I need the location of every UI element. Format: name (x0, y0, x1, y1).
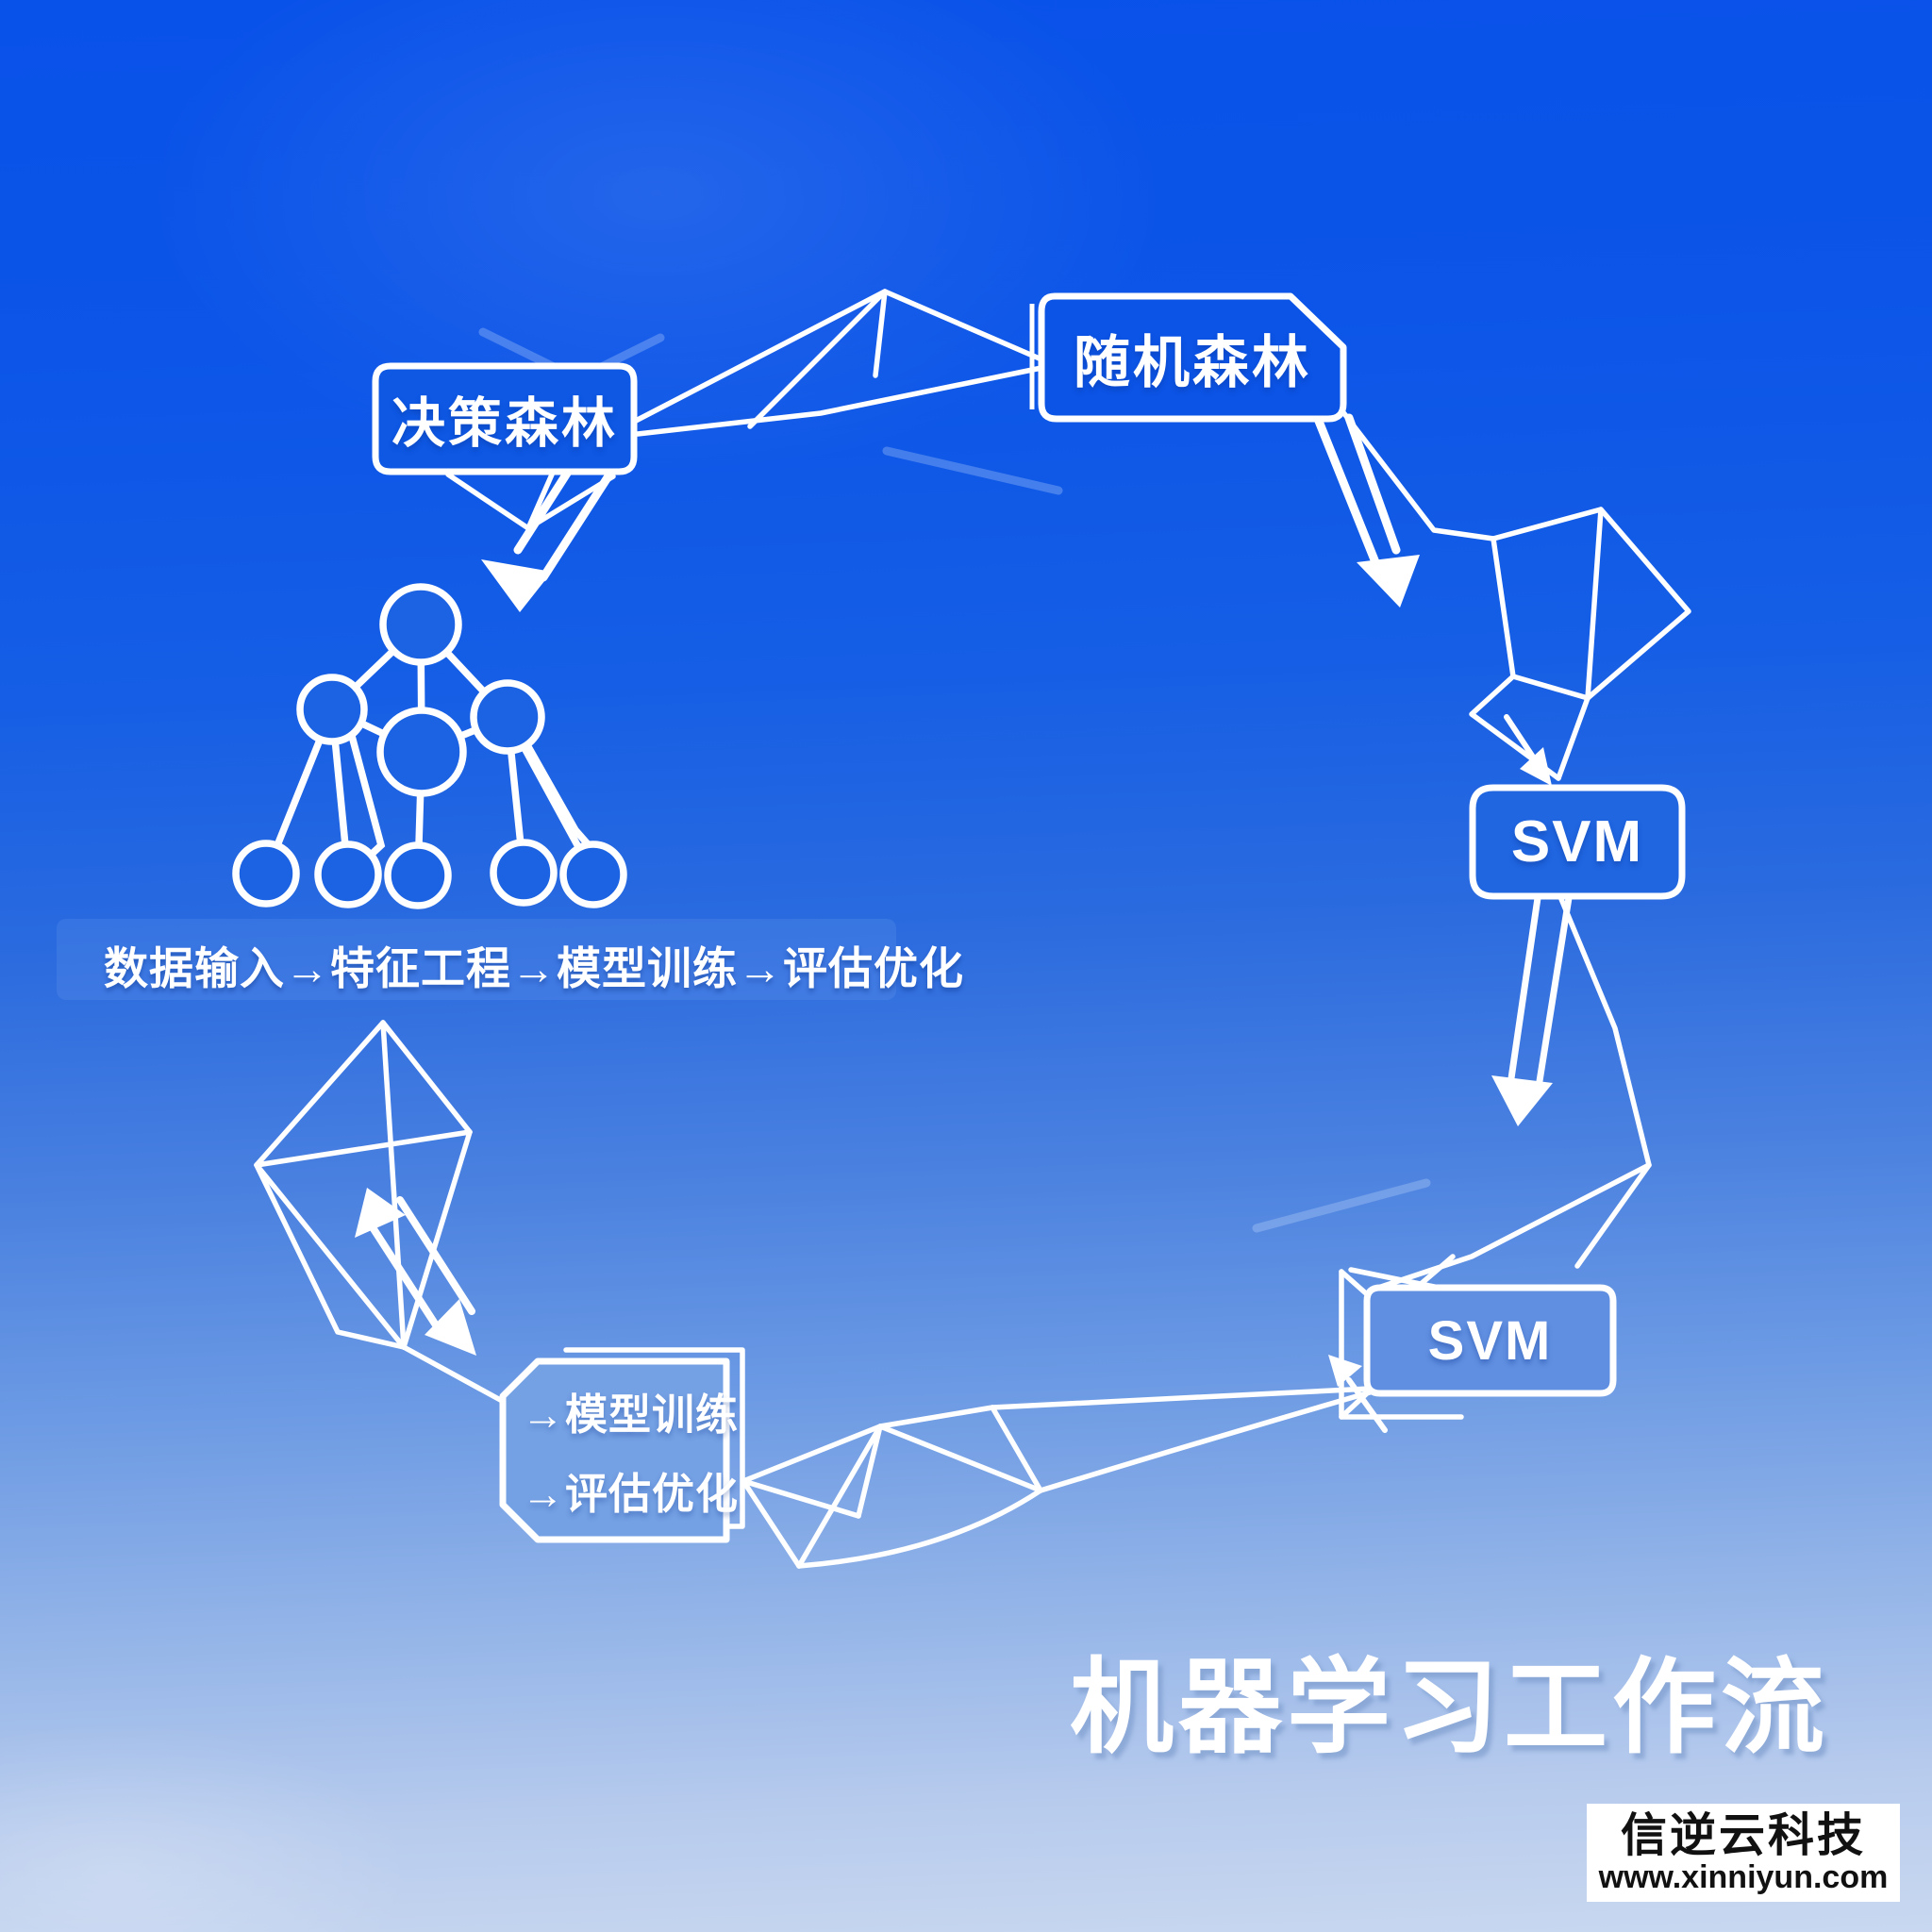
node-decision-forest-label: 决策森林 (391, 393, 618, 454)
arrow-svm-to-svm (1491, 894, 1573, 1126)
flow-text-band (57, 919, 896, 1000)
arrow-into-svm-top (1504, 714, 1552, 786)
node-svm-bottom: SVM (1367, 1288, 1613, 1393)
pipeline-flow-text: 数据输入→特征工程→模型训练→评估优化 (104, 942, 964, 993)
svm-top-box (1469, 784, 1686, 900)
node-outlines (372, 292, 1686, 1543)
watermark-company: 信逆云科技 (1620, 1809, 1866, 1861)
node-svm-top-label: SVM (1510, 809, 1644, 874)
node-svm-bottom-label: SVM (1427, 1309, 1553, 1372)
decision-forest-box (372, 362, 638, 475)
mesh-lines (254, 289, 1691, 1569)
process-line-evaluation: →评估优化 (522, 1470, 740, 1519)
arrow-svm-bottom-left (1328, 1355, 1388, 1433)
node-random-forest-label: 随机森林 (1074, 330, 1311, 394)
node-decision-forest: 决策森林 (375, 366, 634, 472)
node-svm-top: SVM (1473, 788, 1682, 896)
random-forest-box (1038, 292, 1347, 423)
svm-bottom-box (1363, 1284, 1617, 1397)
poster-title: 机器学习工作流 (1070, 1650, 1829, 1766)
watermark: 信逆云科技 www.xinniyun.com (1587, 1804, 1900, 1902)
process-line-model-training: →模型训练 (522, 1390, 740, 1439)
process-box-outline (499, 1357, 730, 1543)
decision-tree-graphic (232, 583, 627, 909)
tree-nodes (232, 583, 627, 909)
node-random-forest: 随机森林 (1041, 296, 1343, 419)
node-process-box: →模型训练 →评估优化 (503, 1361, 738, 1540)
arrow-random-to-svm (1306, 395, 1420, 608)
arrow-double-kite-process (355, 1188, 476, 1356)
watermark-website: www.xinniyun.com (1598, 1858, 1889, 1895)
